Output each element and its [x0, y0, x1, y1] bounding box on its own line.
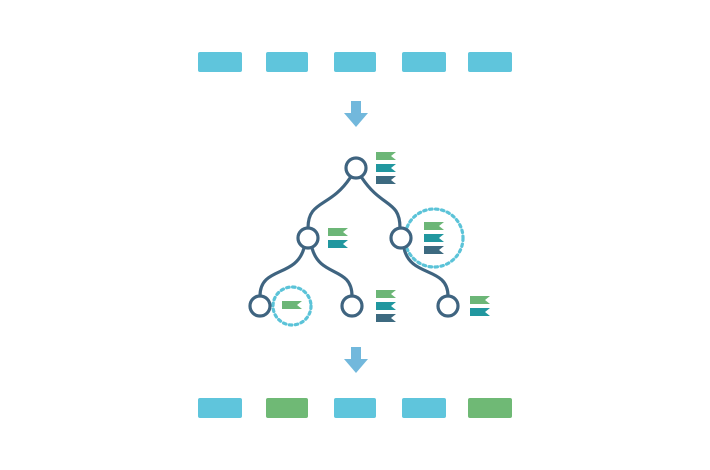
flag-icon	[424, 222, 444, 230]
flags-leaf-right	[470, 296, 490, 316]
flag-icon	[376, 314, 396, 322]
flag-icon	[376, 164, 396, 172]
edge-root-right	[360, 176, 402, 230]
edge-left-leafmiddle	[310, 246, 354, 298]
flags-leaf-middle	[376, 290, 396, 322]
node-root	[344, 156, 368, 180]
down-arrow-icon	[344, 347, 368, 373]
flag-icon	[376, 152, 396, 160]
input-sequence	[0, 52, 710, 72]
flag-icon	[376, 290, 396, 298]
flag-icon	[470, 296, 490, 304]
input-token	[198, 52, 242, 72]
flag-icon	[282, 301, 302, 309]
flag-icon	[376, 176, 396, 184]
output-token	[198, 398, 242, 418]
flag-icon	[470, 308, 490, 316]
flags-right-child	[424, 222, 444, 254]
tree-edges	[258, 176, 450, 298]
node-leaf-left	[248, 294, 272, 318]
flag-icon	[376, 302, 396, 310]
flag-icon	[328, 240, 348, 248]
flag-icon	[424, 234, 444, 242]
output-token	[402, 398, 446, 418]
down-arrow-icon	[344, 101, 368, 127]
node-leaf-right	[436, 294, 460, 318]
flag-icon	[424, 246, 444, 254]
input-token	[468, 52, 512, 72]
input-token	[334, 52, 376, 72]
output-token	[266, 398, 308, 418]
edge-right-leafright	[402, 246, 450, 298]
output-token	[468, 398, 512, 418]
output-token	[334, 398, 376, 418]
edge-left-leafleft	[258, 246, 306, 298]
node-left-child	[296, 226, 320, 250]
flags-root	[376, 152, 396, 184]
output-sequence	[0, 398, 710, 418]
flag-icon	[328, 228, 348, 236]
input-token	[266, 52, 308, 72]
tree-nodes	[248, 156, 460, 318]
edge-root-left	[306, 176, 352, 230]
node-right-child	[389, 226, 413, 250]
flags-leaf-left	[282, 301, 302, 309]
input-token	[402, 52, 446, 72]
node-leaf-middle	[340, 294, 364, 318]
flags-left-child	[328, 228, 348, 248]
dotted-ring-icon	[271, 285, 313, 327]
